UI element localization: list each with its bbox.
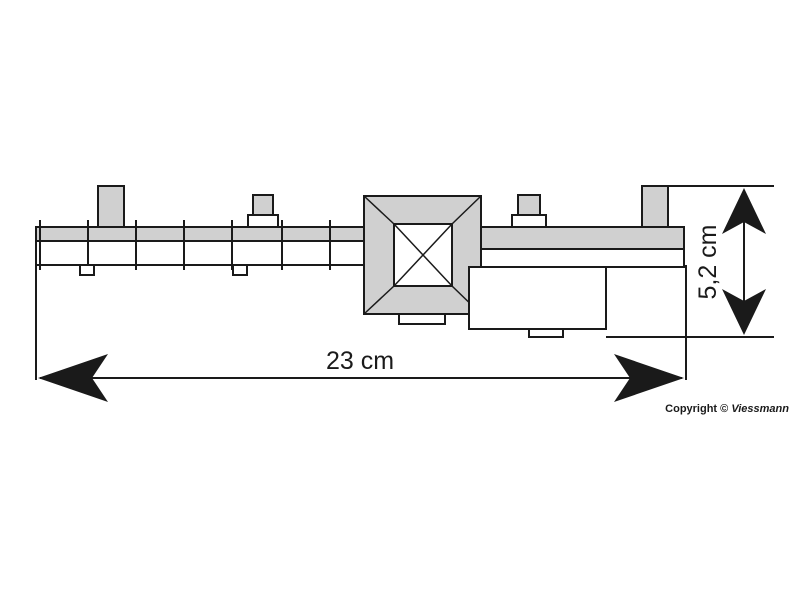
cabin-roof-diag-2 xyxy=(393,223,453,287)
right-arm-beam-top xyxy=(480,226,685,250)
arrowhead-left xyxy=(38,354,108,402)
walkway-foot-middle xyxy=(232,264,248,276)
lamp-base-right xyxy=(511,214,547,228)
right-arm-section xyxy=(468,185,685,338)
walkway-posts xyxy=(39,220,331,270)
length-dimension: 23 cm xyxy=(35,227,687,402)
cabin-edge-tl xyxy=(363,195,395,225)
right-arm-box xyxy=(468,266,607,330)
cabin-edge-tr xyxy=(451,195,482,225)
arrowhead-right xyxy=(614,354,684,402)
walkway-beam-bottom xyxy=(35,240,365,266)
copyright-prefix: Copyright © xyxy=(665,403,731,415)
walkway-foot-left xyxy=(79,264,95,276)
copyright-notice: Copyright © Viessmann xyxy=(665,403,789,415)
cabin-foot xyxy=(398,313,446,325)
right-arm-box-foot xyxy=(528,328,564,338)
walkway-beam-top xyxy=(35,226,365,242)
lamp-housing-right xyxy=(517,194,541,216)
central-cabin xyxy=(363,195,482,325)
right-upright-block xyxy=(641,185,669,228)
height-dimension: 5,2 cm xyxy=(606,185,774,338)
lamp-base-left xyxy=(247,214,279,228)
height-label: 5,2 cm xyxy=(694,224,722,299)
cabin-edge-bl xyxy=(363,285,395,315)
arrowhead-top xyxy=(722,188,766,234)
lamp-housing-left xyxy=(252,194,274,216)
copyright-brand: Viessmann xyxy=(731,403,789,415)
arrowhead-bottom xyxy=(722,289,766,335)
walkway-upright-block xyxy=(97,185,125,228)
length-label: 23 cm xyxy=(326,347,394,375)
walkway-section xyxy=(35,185,365,276)
right-arm-beam-bottom xyxy=(480,248,685,268)
